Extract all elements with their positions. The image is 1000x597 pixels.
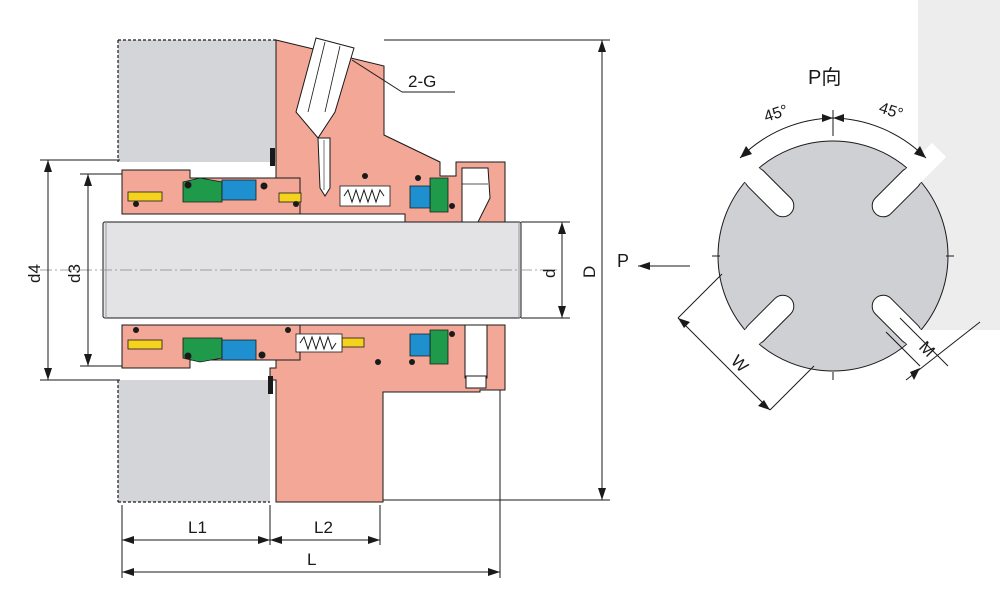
label-d: d [540, 269, 559, 278]
face-blue-lower [221, 339, 257, 361]
housing-lower [118, 380, 270, 502]
label-L2: L2 [314, 518, 333, 537]
insert-yellow-lower [127, 339, 163, 350]
oring-4 [293, 201, 299, 207]
insert-yellow-upper-2 [278, 192, 302, 203]
spring-housing-upper [339, 185, 391, 207]
gasket-lower [268, 376, 273, 394]
collar-lower [464, 324, 488, 379]
oring-12 [409, 359, 415, 365]
label-view: P向 [808, 66, 841, 89]
label-L1: L1 [188, 518, 207, 537]
oring-1 [184, 181, 192, 189]
housing-upper [118, 40, 276, 162]
label-d3: d3 [65, 264, 84, 283]
gland-lower [269, 324, 506, 503]
oring-10 [133, 327, 139, 333]
spring-upper [343, 188, 385, 204]
label-angle-left: 45° [762, 102, 790, 126]
oring-2 [260, 182, 268, 190]
oring-8 [184, 352, 192, 360]
port-plug [295, 37, 355, 139]
face-green-upper [182, 177, 223, 203]
label-D: D [580, 266, 599, 278]
oring-6 [415, 175, 421, 181]
spring-lower [299, 335, 337, 351]
oring-7 [449, 203, 455, 209]
flange-view [712, 110, 954, 380]
label-d4: d4 [25, 264, 44, 283]
face-blue-upper [221, 179, 257, 201]
face-green-lower [182, 337, 223, 363]
insert-yellow-lower-2 [341, 337, 365, 348]
screw-lower [465, 375, 487, 389]
face-green-upper-2 [429, 177, 449, 213]
collar-upper [461, 167, 491, 223]
dimension-lines [40, 39, 610, 578]
angle-dimensions [638, 114, 981, 411]
face-blue-lower-2 [409, 333, 431, 357]
oring-5 [362, 173, 368, 179]
label-angle-right: 45° [877, 100, 905, 124]
label-P: P [617, 251, 629, 271]
face-blue-upper-2 [409, 185, 431, 209]
insert-yellow-upper [127, 191, 163, 202]
oring-13 [375, 359, 381, 365]
gasket-upper [270, 148, 275, 166]
oring-9 [258, 351, 266, 359]
oring-3 [133, 201, 139, 207]
oring-11 [285, 327, 291, 333]
spring-housing-lower [295, 333, 343, 353]
label-thread: 2-G [408, 72, 436, 91]
oring-14 [449, 331, 455, 337]
face-green-lower-2 [429, 329, 449, 365]
label-L: L [307, 550, 316, 569]
